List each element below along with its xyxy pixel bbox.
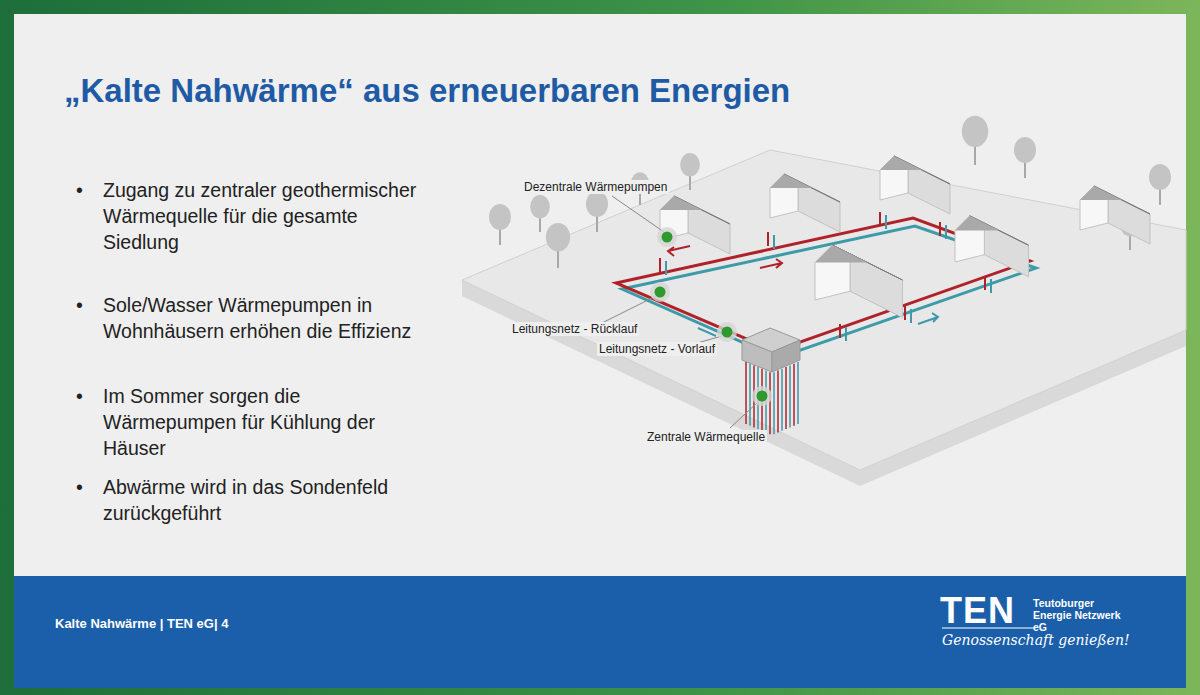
house-roof: [880, 156, 936, 177]
houses: [815, 216, 1029, 318]
probe: [789, 365, 791, 427]
company-name: Teutoburger Energie Netzwerk eG: [1033, 597, 1128, 633]
house-wall: [984, 223, 1028, 277]
tree-crown: [530, 195, 550, 218]
leader-lines: [598, 196, 758, 428]
house-roof: [660, 196, 716, 217]
house-wall: [688, 203, 730, 254]
slide-title: „Kalte Nahwärme“ aus erneuerbaren Energi…: [64, 72, 790, 110]
tree-crown: [680, 153, 700, 176]
probe: [793, 364, 795, 426]
callout-label: Leitungsnetz - Vorlauf: [597, 342, 717, 356]
central-heat-source: [742, 328, 800, 434]
ground-plane: [462, 150, 1186, 470]
bullet-text: Sole/Wasser Wärmepumpen in Wohnhäusern e…: [103, 292, 433, 344]
house-roof: [955, 216, 1014, 238]
house-wall: [908, 163, 950, 214]
tree-crown: [1014, 137, 1036, 163]
tree-crown: [586, 191, 608, 217]
tree-crown: [1149, 164, 1171, 190]
probe: [785, 367, 787, 429]
tree-crown: [489, 204, 511, 230]
slogan: Genossenschaft genießen!: [942, 632, 1130, 648]
probe: [769, 372, 771, 434]
tree-crown: [962, 116, 988, 147]
marker-dots: [650, 227, 772, 406]
bullet-text: Zugang zu zentraler geothermischer Wärme…: [103, 177, 433, 255]
bullet-text: Abwärme wird in das Sondenfeld zurückgef…: [103, 474, 433, 526]
house-roof: [1080, 186, 1136, 207]
house-wall: [798, 181, 840, 232]
callout-label: Zentrale Wärmequelle: [645, 430, 767, 444]
house-roof: [815, 245, 885, 271]
probe: [797, 362, 799, 424]
probe: [773, 372, 775, 434]
callout-label: Leitungsnetz - Rücklauf: [510, 322, 639, 336]
probe: [777, 371, 779, 433]
flow-arrows: [668, 246, 938, 336]
house-wall: [1108, 193, 1150, 244]
bullet-text: Im Sommer sorgen die Wärmepumpen für Küh…: [103, 383, 433, 461]
footer-text: Kalte Nahwärme | TEN eG| 4: [55, 616, 228, 631]
house-wall: [850, 254, 903, 318]
tree-crown: [546, 223, 570, 252]
house-connections: [660, 212, 1006, 341]
probe: [781, 369, 783, 431]
callout-label: Dezentrale Wärmepumpen: [522, 180, 669, 194]
house-roof: [770, 174, 826, 195]
houses: [660, 156, 1150, 254]
probe: [745, 362, 747, 424]
probe: [749, 364, 751, 426]
logo-mark: TEN: [940, 590, 1015, 632]
